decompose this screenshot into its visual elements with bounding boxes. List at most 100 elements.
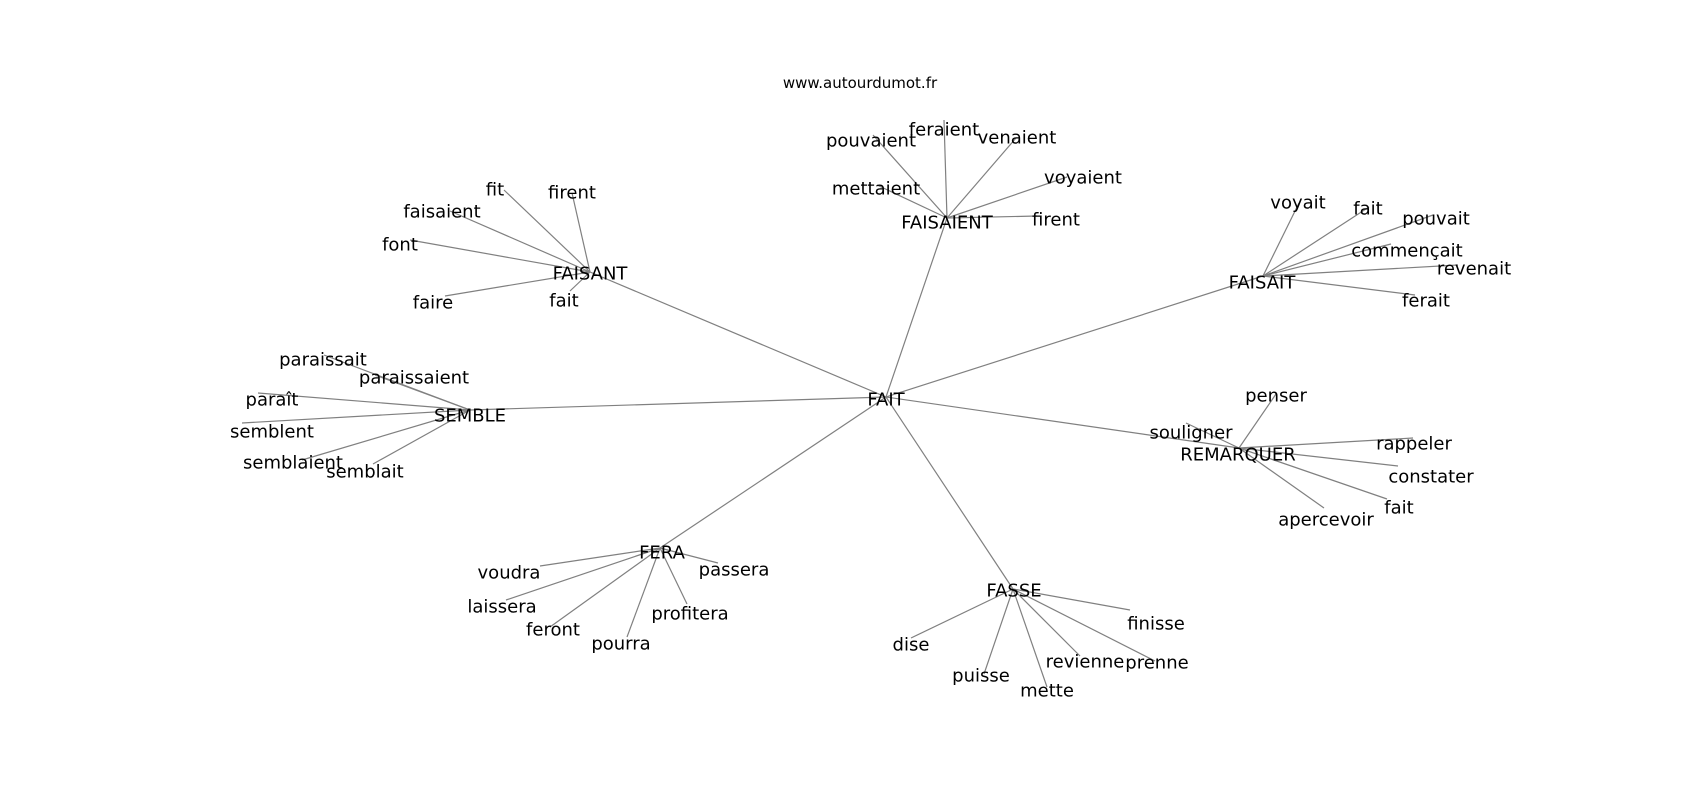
edge-faisait-pouvait [1262, 214, 1434, 277]
edge-remarquer-penser [1238, 393, 1277, 449]
leaf-label-faisait-revenait: revenait [1437, 259, 1511, 280]
leaf-label-remarquer-rappeler: rappeler [1376, 434, 1452, 455]
graph-edges [241, 119, 1459, 688]
edge-faisait-ferait [1262, 275, 1416, 296]
leaf-label-fera-pourra: pourra [591, 634, 650, 655]
edge-semble-semblait [372, 409, 471, 465]
edge-center-faisaient [885, 217, 948, 398]
leaf-label-remarquer-fait: fait [1384, 498, 1413, 519]
edge-remarquer-rappeler [1238, 437, 1414, 449]
edge-fasse-prenne [1012, 588, 1156, 662]
leaf-label-semble-paraissaient: paraissaient [359, 368, 469, 389]
edge-fasse-mette [1012, 588, 1048, 688]
hub-label-semble: SEMBLE [434, 406, 506, 427]
edge-fasse-dise [910, 588, 1014, 639]
edge-fera-passera [659, 547, 719, 564]
leaf-label-faisant-firent: firent [548, 183, 596, 204]
edge-faisait-revenait [1262, 264, 1459, 277]
leaf-label-faisaient-feraient: feraient [909, 120, 979, 141]
edge-fera-profitera [659, 547, 688, 605]
center-word-label: FAIT [867, 390, 905, 411]
graph-labels: www.autourdumot.fr FAIT FAISANT fit firent f… [230, 74, 1511, 702]
leaf-label-faisaient-pouvaient: pouvaient [826, 131, 916, 152]
edge-fera-laissera [505, 547, 661, 601]
edge-faisaient-voyaient [946, 176, 1068, 219]
leaf-label-semble-semblent: semblent [230, 422, 314, 443]
edge-center-semble [469, 396, 887, 411]
edge-semble-paraissaient [374, 374, 471, 411]
edge-remarquer-souligner [1185, 422, 1240, 449]
leaf-label-remarquer-penser: penser [1245, 386, 1307, 407]
leaf-label-faisaient-mettaient: mettaient [832, 179, 920, 200]
leaf-label-faisaient-voyaient: voyaient [1044, 168, 1122, 189]
hub-label-faisait: FAISAIT [1229, 273, 1297, 294]
edge-faisant-firent [571, 192, 591, 273]
edge-fasse-finisse [1012, 588, 1131, 611]
edge-center-fera [659, 396, 887, 549]
leaf-label-fasse-revienne: revienne [1046, 652, 1125, 673]
leaf-label-faisant-faisaient: faisaient [403, 202, 480, 223]
edge-center-fasse [885, 396, 1014, 590]
edge-remarquer-fait [1238, 447, 1388, 500]
leaf-label-remarquer-souligner: souligner [1149, 423, 1233, 444]
leaf-label-remarquer-constater: constater [1388, 467, 1474, 488]
edge-remarquer-apercevoir [1238, 447, 1325, 509]
hub-label-faisaient: FAISAIENT [901, 213, 994, 234]
leaf-label-fera-profitera: profitera [651, 604, 728, 625]
leaf-label-faisait-fait: fait [1353, 199, 1382, 220]
leaf-label-faisaient-firent: firent [1032, 210, 1080, 231]
leaf-label-fasse-prenne: prenne [1125, 653, 1188, 674]
site-watermark: www.autourdumot.fr [783, 74, 938, 92]
edge-faisaient-venaient [946, 137, 1017, 219]
edge-faisaient-pouvaient [872, 134, 948, 219]
leaf-label-fera-feront: feront [526, 620, 580, 641]
leaf-label-faisant-faire: faire [413, 293, 453, 314]
leaf-label-semble-parait: paraît [246, 390, 299, 411]
leaf-label-fera-passera: passera [699, 560, 770, 581]
edge-faisant-fit [503, 189, 591, 273]
edge-center-remarquer [885, 396, 1240, 449]
edge-fera-pourra [626, 547, 661, 638]
edge-faisait-voyait [1262, 202, 1300, 277]
leaf-label-fera-laissera: laissera [467, 597, 536, 618]
leaf-label-faisait-ferait: ferait [1402, 291, 1450, 312]
leaf-label-fera-voudra: voudra [478, 563, 541, 584]
hub-label-remarquer: REMARQUER [1180, 445, 1295, 466]
edge-faisait-fait [1262, 206, 1370, 277]
edge-faisaient-firent [946, 215, 1038, 219]
leaf-label-faisaient-venaient: venaient [978, 128, 1057, 149]
leaf-label-faisant-font: font [382, 235, 418, 256]
edge-faisant-font [409, 239, 591, 273]
leaf-label-semble-semblaient: semblaient [243, 453, 343, 474]
leaf-label-fasse-dise: dise [893, 635, 930, 656]
edge-fera-feront [549, 547, 661, 628]
leaf-label-faisant-fit: fit [486, 180, 504, 201]
leaf-label-faisait-commencait: commençait [1351, 241, 1462, 262]
edge-faisaient-mettaient [876, 184, 948, 219]
leaf-label-semble-paraissait: paraissait [279, 350, 367, 371]
edge-fasse-puisse [983, 588, 1014, 675]
hub-label-faisant: FAISANT [553, 264, 629, 285]
edge-semble-semblaient [301, 409, 471, 461]
hub-label-fasse: FASSE [986, 581, 1041, 602]
leaf-label-semble-semblait: semblait [326, 462, 404, 483]
leaf-label-remarquer-apercevoir: apercevoir [1278, 510, 1374, 531]
edge-faisait-commencait [1262, 243, 1392, 277]
edge-faisaient-feraient [943, 119, 948, 219]
edge-semble-parait [257, 392, 471, 411]
leaf-label-faisait-pouvait: pouvait [1402, 209, 1470, 230]
edge-faisant-faire [444, 271, 591, 297]
edge-semble-semblent [241, 409, 471, 424]
edge-faisant-faisaient [449, 210, 591, 273]
edge-fasse-revienne [1012, 588, 1081, 657]
leaf-label-fasse-finisse: finisse [1127, 614, 1185, 635]
hub-label-fera: FERA [639, 543, 686, 564]
edge-faisant-fait [569, 271, 591, 292]
edge-center-faisait [885, 275, 1264, 398]
leaf-label-fasse-puisse: puisse [952, 666, 1010, 687]
leaf-label-faisant-fait: fait [549, 291, 578, 312]
leaf-label-fasse-mette: mette [1020, 681, 1074, 702]
edge-fera-voudra [539, 547, 661, 567]
edge-center-faisant [589, 271, 887, 398]
